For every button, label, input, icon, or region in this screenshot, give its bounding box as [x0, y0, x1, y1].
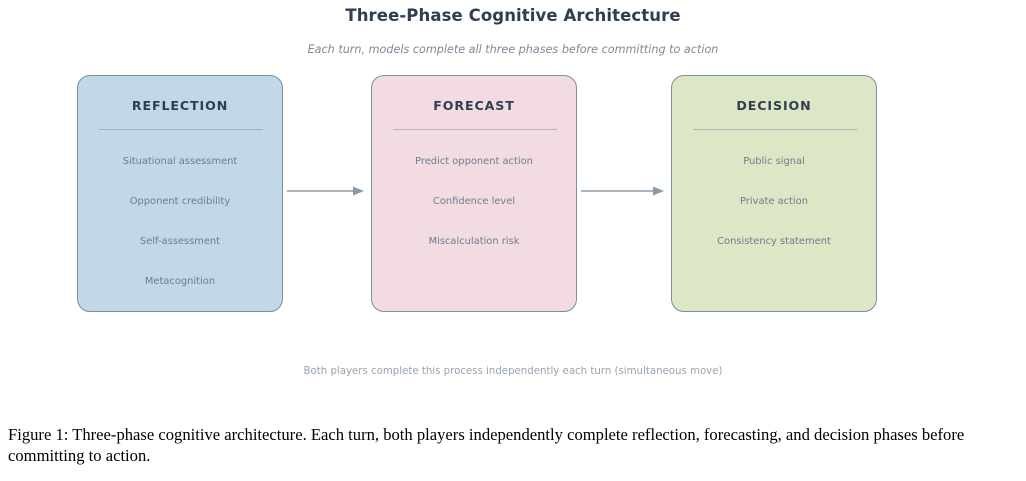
- figure-caption: Figure 1: Three-phase cognitive architec…: [8, 425, 965, 466]
- phase-box-reflection: REFLECTION Situational assessment Oppone…: [77, 75, 283, 312]
- figure-title: Three-Phase Cognitive Architecture: [345, 6, 681, 25]
- phase-item-list: Situational assessment Opponent credibil…: [78, 142, 282, 302]
- phase-box-forecast: FORECAST Predict opponent action Confide…: [371, 75, 577, 312]
- phase-item: Confidence level: [432, 196, 516, 207]
- phase-item-list: Predict opponent action Confidence level…: [372, 142, 576, 262]
- arrow-right-icon: [287, 182, 365, 201]
- figure-subtitle: Each turn, models complete all three pha…: [307, 43, 719, 56]
- figure-canvas: Three-Phase Cognitive Architecture Each …: [77, 6, 877, 377]
- phase-heading: REFLECTION: [131, 98, 229, 113]
- phase-item: Consistency statement: [717, 236, 831, 247]
- phase-item: Private action: [740, 196, 808, 207]
- phase-item: Situational assessment: [122, 156, 238, 167]
- phase-heading: DECISION: [736, 98, 812, 113]
- phase-item: Public signal: [743, 156, 805, 167]
- arrow-right-icon: [581, 182, 665, 201]
- phase-divider: [99, 129, 263, 130]
- phase-heading: FORECAST: [433, 98, 515, 113]
- phase-item: Miscalculation risk: [428, 236, 520, 247]
- phase-item-list: Public signal Private action Consistency…: [672, 142, 876, 262]
- figure-footnote: Both players complete this process indep…: [303, 366, 723, 377]
- phase-box-decision: DECISION Public signal Private action Co…: [671, 75, 877, 312]
- phase-item: Metacognition: [144, 276, 216, 287]
- phase-item: Self-assessment: [139, 236, 221, 247]
- phase-item: Predict opponent action: [415, 156, 533, 167]
- phase-divider: [393, 129, 557, 130]
- phase-item: Opponent credibility: [129, 196, 231, 207]
- phase-divider: [693, 129, 857, 130]
